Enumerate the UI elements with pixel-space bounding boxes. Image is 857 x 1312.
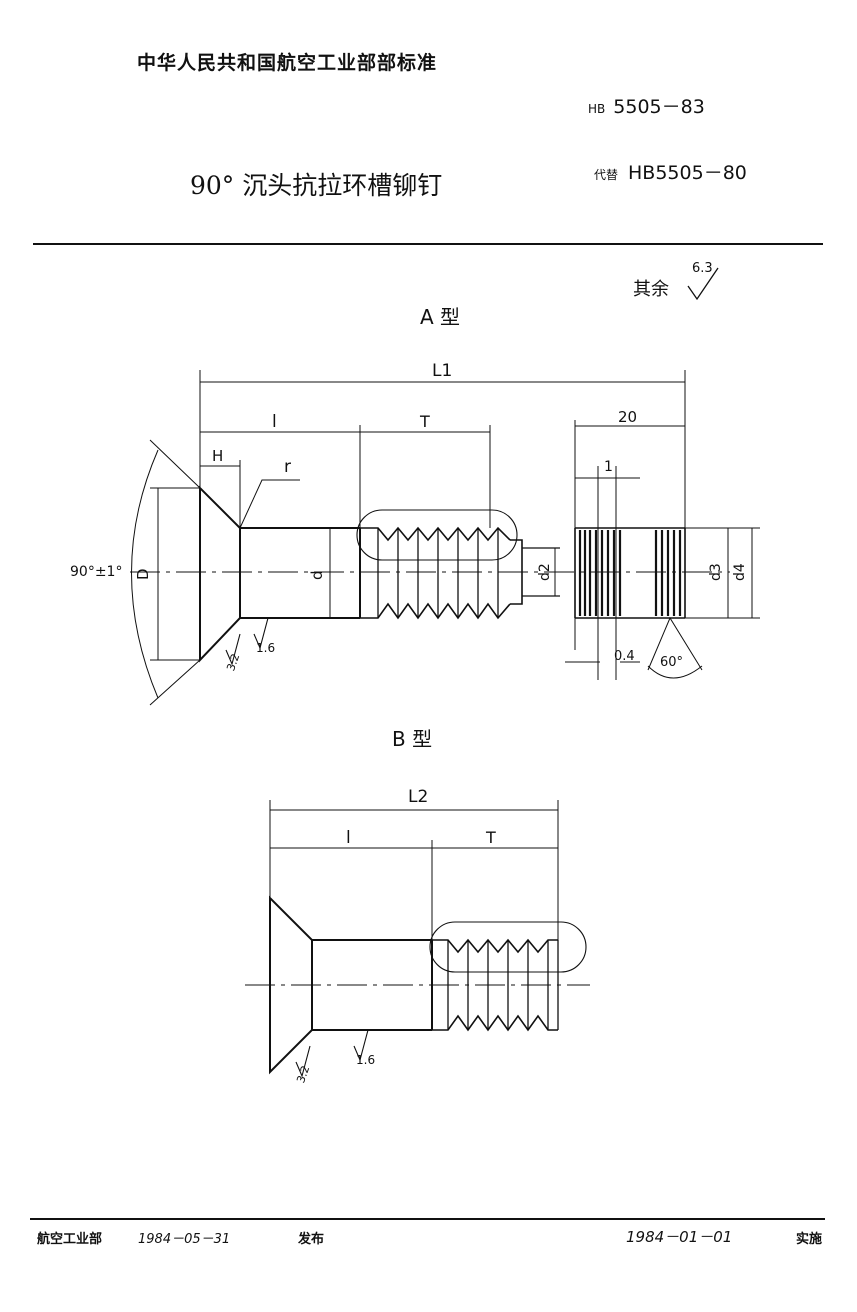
surface-note-label: 其余	[633, 279, 669, 300]
rough-3-2-b: 3.2	[294, 1064, 312, 1085]
footer-impl-date: 1984－01－01	[626, 1228, 733, 1246]
surface-roughness-note: 其余	[633, 275, 669, 301]
dim-T-a: T	[419, 412, 430, 431]
dim-T-b: T	[485, 828, 496, 847]
dim-d4: d4	[732, 563, 748, 581]
dim-r: r	[284, 457, 291, 477]
rough-3-2-a: 3.2	[224, 652, 242, 673]
standard-number-value: 5505－83	[613, 96, 705, 118]
dim-L2: L2	[408, 787, 428, 807]
dim-d2: d2	[537, 563, 553, 581]
rough-1-6-a: 1.6	[256, 641, 275, 655]
header-rule	[33, 243, 823, 245]
rough-1-6-b: 1.6	[356, 1053, 375, 1067]
footer-issue: 发布	[298, 1232, 325, 1247]
footer-org: 航空工业部	[37, 1232, 103, 1247]
supersedes: 代替 HB5505－80	[594, 158, 747, 185]
supersedes-label: 代替	[594, 168, 619, 182]
dim-60-deg: 60°	[660, 655, 683, 670]
document-title: 90° 沉头抗拉环槽铆钉	[190, 171, 443, 200]
dim-l-b: l	[346, 828, 351, 848]
surface-roughness-value: 6.3	[692, 261, 713, 276]
footer-rule	[30, 1218, 825, 1220]
dim-l-a: l	[272, 412, 277, 432]
dim-L1: L1	[432, 361, 452, 381]
footer-issue-date: 1984－05－31	[138, 1232, 231, 1247]
standard-prefix: HB	[588, 102, 606, 116]
type-a-drawing	[130, 370, 760, 706]
dim-0-4: 0.4	[614, 649, 635, 664]
dim-20: 20	[618, 408, 637, 426]
dim-H: H	[212, 447, 223, 465]
type-a-label: A 型	[420, 305, 460, 329]
organization-title: 中华人民共和国航空工业部部标准	[137, 52, 438, 74]
dim-1: 1	[604, 459, 613, 475]
standard-number: HB 5505－83	[588, 92, 705, 119]
type-b-label: B 型	[392, 727, 432, 751]
dim-D: D	[134, 568, 152, 580]
dim-d: d	[308, 570, 326, 580]
type-b-drawing	[245, 800, 590, 1078]
dim-90-deg: 90°±1°	[70, 564, 122, 580]
dim-d3: d3	[708, 563, 724, 581]
supersedes-number: HB5505－80	[628, 162, 747, 184]
roughness-symbol-general	[687, 267, 719, 301]
footer-impl: 实施	[796, 1232, 823, 1247]
